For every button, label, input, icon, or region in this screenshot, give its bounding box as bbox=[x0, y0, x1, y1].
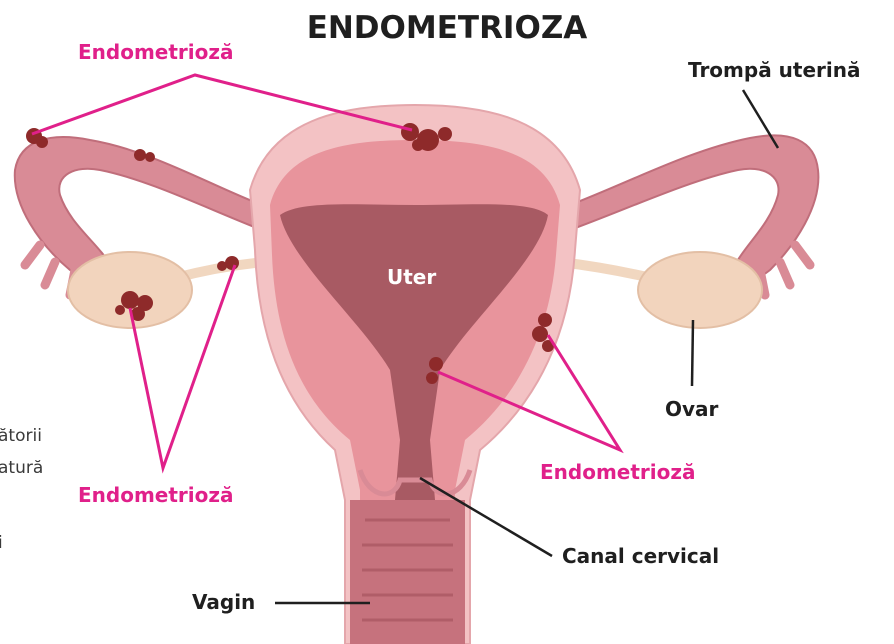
label-endometriosis-bottom-left: Endometrioză bbox=[78, 483, 234, 507]
clipped-text-line-1: ătorii bbox=[0, 426, 42, 446]
label-endometriosis-top-left: Endometrioză bbox=[78, 40, 234, 64]
clipped-text-line-2: atură bbox=[0, 458, 43, 478]
clipped-text-line-3: i bbox=[0, 533, 3, 553]
ovary-left bbox=[68, 252, 192, 328]
label-fallopian-tube: Trompă uterină bbox=[688, 58, 860, 82]
ovary-right bbox=[638, 252, 762, 328]
label-endometriosis-bottom-right: Endometrioză bbox=[540, 460, 696, 484]
label-cervical-canal: Canal cervical bbox=[562, 544, 719, 568]
label-vagina: Vagin bbox=[192, 590, 255, 614]
vagina bbox=[350, 500, 465, 644]
label-uterus: Uter bbox=[387, 265, 436, 289]
label-ovary: Ovar bbox=[665, 397, 718, 421]
